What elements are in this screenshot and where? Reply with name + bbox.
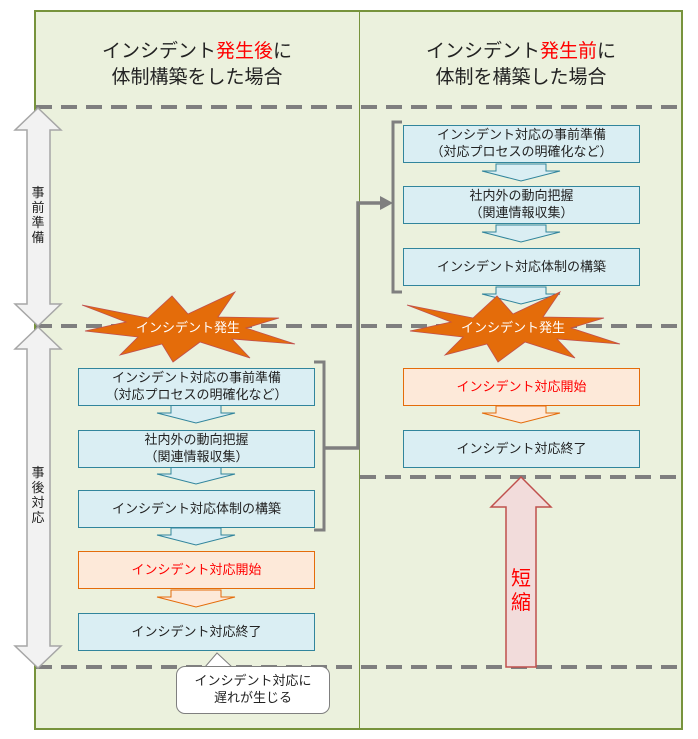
step-start-left: インシデント対応開始 xyxy=(78,551,315,589)
step-text: インシデント対応開始 xyxy=(456,379,587,395)
step-text: （対応プロセスの明確化など） xyxy=(430,145,613,160)
flow-arrow-orange xyxy=(156,589,236,608)
flow-arrow xyxy=(481,163,561,182)
step-prep-right: インシデント対応の事前準備 （対応プロセスの明確化など） xyxy=(403,125,640,163)
flow-arrow xyxy=(156,404,236,424)
bracket-right-group xyxy=(391,120,402,294)
step-build-right: インシデント対応体制の構築 xyxy=(403,248,640,286)
column-title-right: インシデント発生前に 体制を構築した場合 xyxy=(358,38,684,90)
phase-label-response: 事後対応 xyxy=(31,466,45,526)
callout-pointer xyxy=(203,652,234,668)
title-text: に xyxy=(597,40,617,62)
shorten-arrow xyxy=(489,475,553,668)
column-title-left: インシデント発生後に 体制構築をした場合 xyxy=(34,38,360,90)
step-text: インシデント対応体制の構築 xyxy=(111,501,281,517)
title-text: に xyxy=(273,40,293,62)
connector-line xyxy=(325,201,382,450)
phase-label-preparation: 事前準備 xyxy=(31,186,45,246)
delay-callout: インシデント対応に 遅れが生じる xyxy=(176,666,330,714)
flow-arrow xyxy=(481,224,561,243)
flow-arrow xyxy=(156,527,236,546)
title-highlight: 発生前 xyxy=(539,40,597,62)
title-highlight: 発生後 xyxy=(215,40,273,62)
title-line2: 体制を構築した場合 xyxy=(435,66,607,88)
connector-arrowhead xyxy=(380,196,393,210)
step-end-right: インシデント対応終了 xyxy=(403,430,640,468)
flow-arrow xyxy=(156,466,236,485)
incident-label-left: インシデント発生 xyxy=(135,321,240,336)
step-text: インシデント対応開始 xyxy=(131,562,262,578)
step-text: （関連情報収集） xyxy=(144,450,249,465)
callout-text: 遅れが生じる xyxy=(213,691,292,706)
step-text: インシデント対応の事前準備 xyxy=(436,128,606,143)
title-text: インシデント xyxy=(101,40,216,62)
step-end-left: インシデント対応終了 xyxy=(78,613,315,651)
step-start-right: インシデント対応開始 xyxy=(403,368,640,406)
step-text: 社内外の動向把握 xyxy=(144,433,249,448)
callout-text: インシデント対応に xyxy=(194,674,312,689)
step-text: インシデント対応の事前準備 xyxy=(111,371,281,386)
flow-arrow xyxy=(481,286,561,305)
step-build-left: インシデント対応体制の構築 xyxy=(78,490,315,528)
step-text: （対応プロセスの明確化など） xyxy=(105,388,288,403)
title-line2: 体制構築をした場合 xyxy=(111,66,283,88)
incident-label-right: インシデント発生 xyxy=(460,321,565,336)
title-text: インシデント xyxy=(425,40,540,62)
phase-arrow-response xyxy=(13,325,63,670)
step-trend-right: 社内外の動向把握 （関連情報収集） xyxy=(403,186,640,224)
step-text: インシデント対応終了 xyxy=(131,624,262,640)
flow-arrow-orange xyxy=(481,405,561,424)
step-text: （関連情報収集） xyxy=(469,206,574,221)
step-prep-left: インシデント対応の事前準備 （対応プロセスの明確化など） xyxy=(78,368,315,406)
shorten-label: 短縮 xyxy=(511,566,531,614)
bracket-left-group xyxy=(314,360,326,532)
step-text: インシデント対応終了 xyxy=(456,441,587,457)
step-text: 社内外の動向把握 xyxy=(469,189,574,204)
incident-burst-left xyxy=(81,291,296,363)
step-trend-left: 社内外の動向把握 （関連情報収集） xyxy=(78,430,315,468)
step-text: インシデント対応体制の構築 xyxy=(436,259,606,275)
incident-burst-right xyxy=(406,291,621,363)
